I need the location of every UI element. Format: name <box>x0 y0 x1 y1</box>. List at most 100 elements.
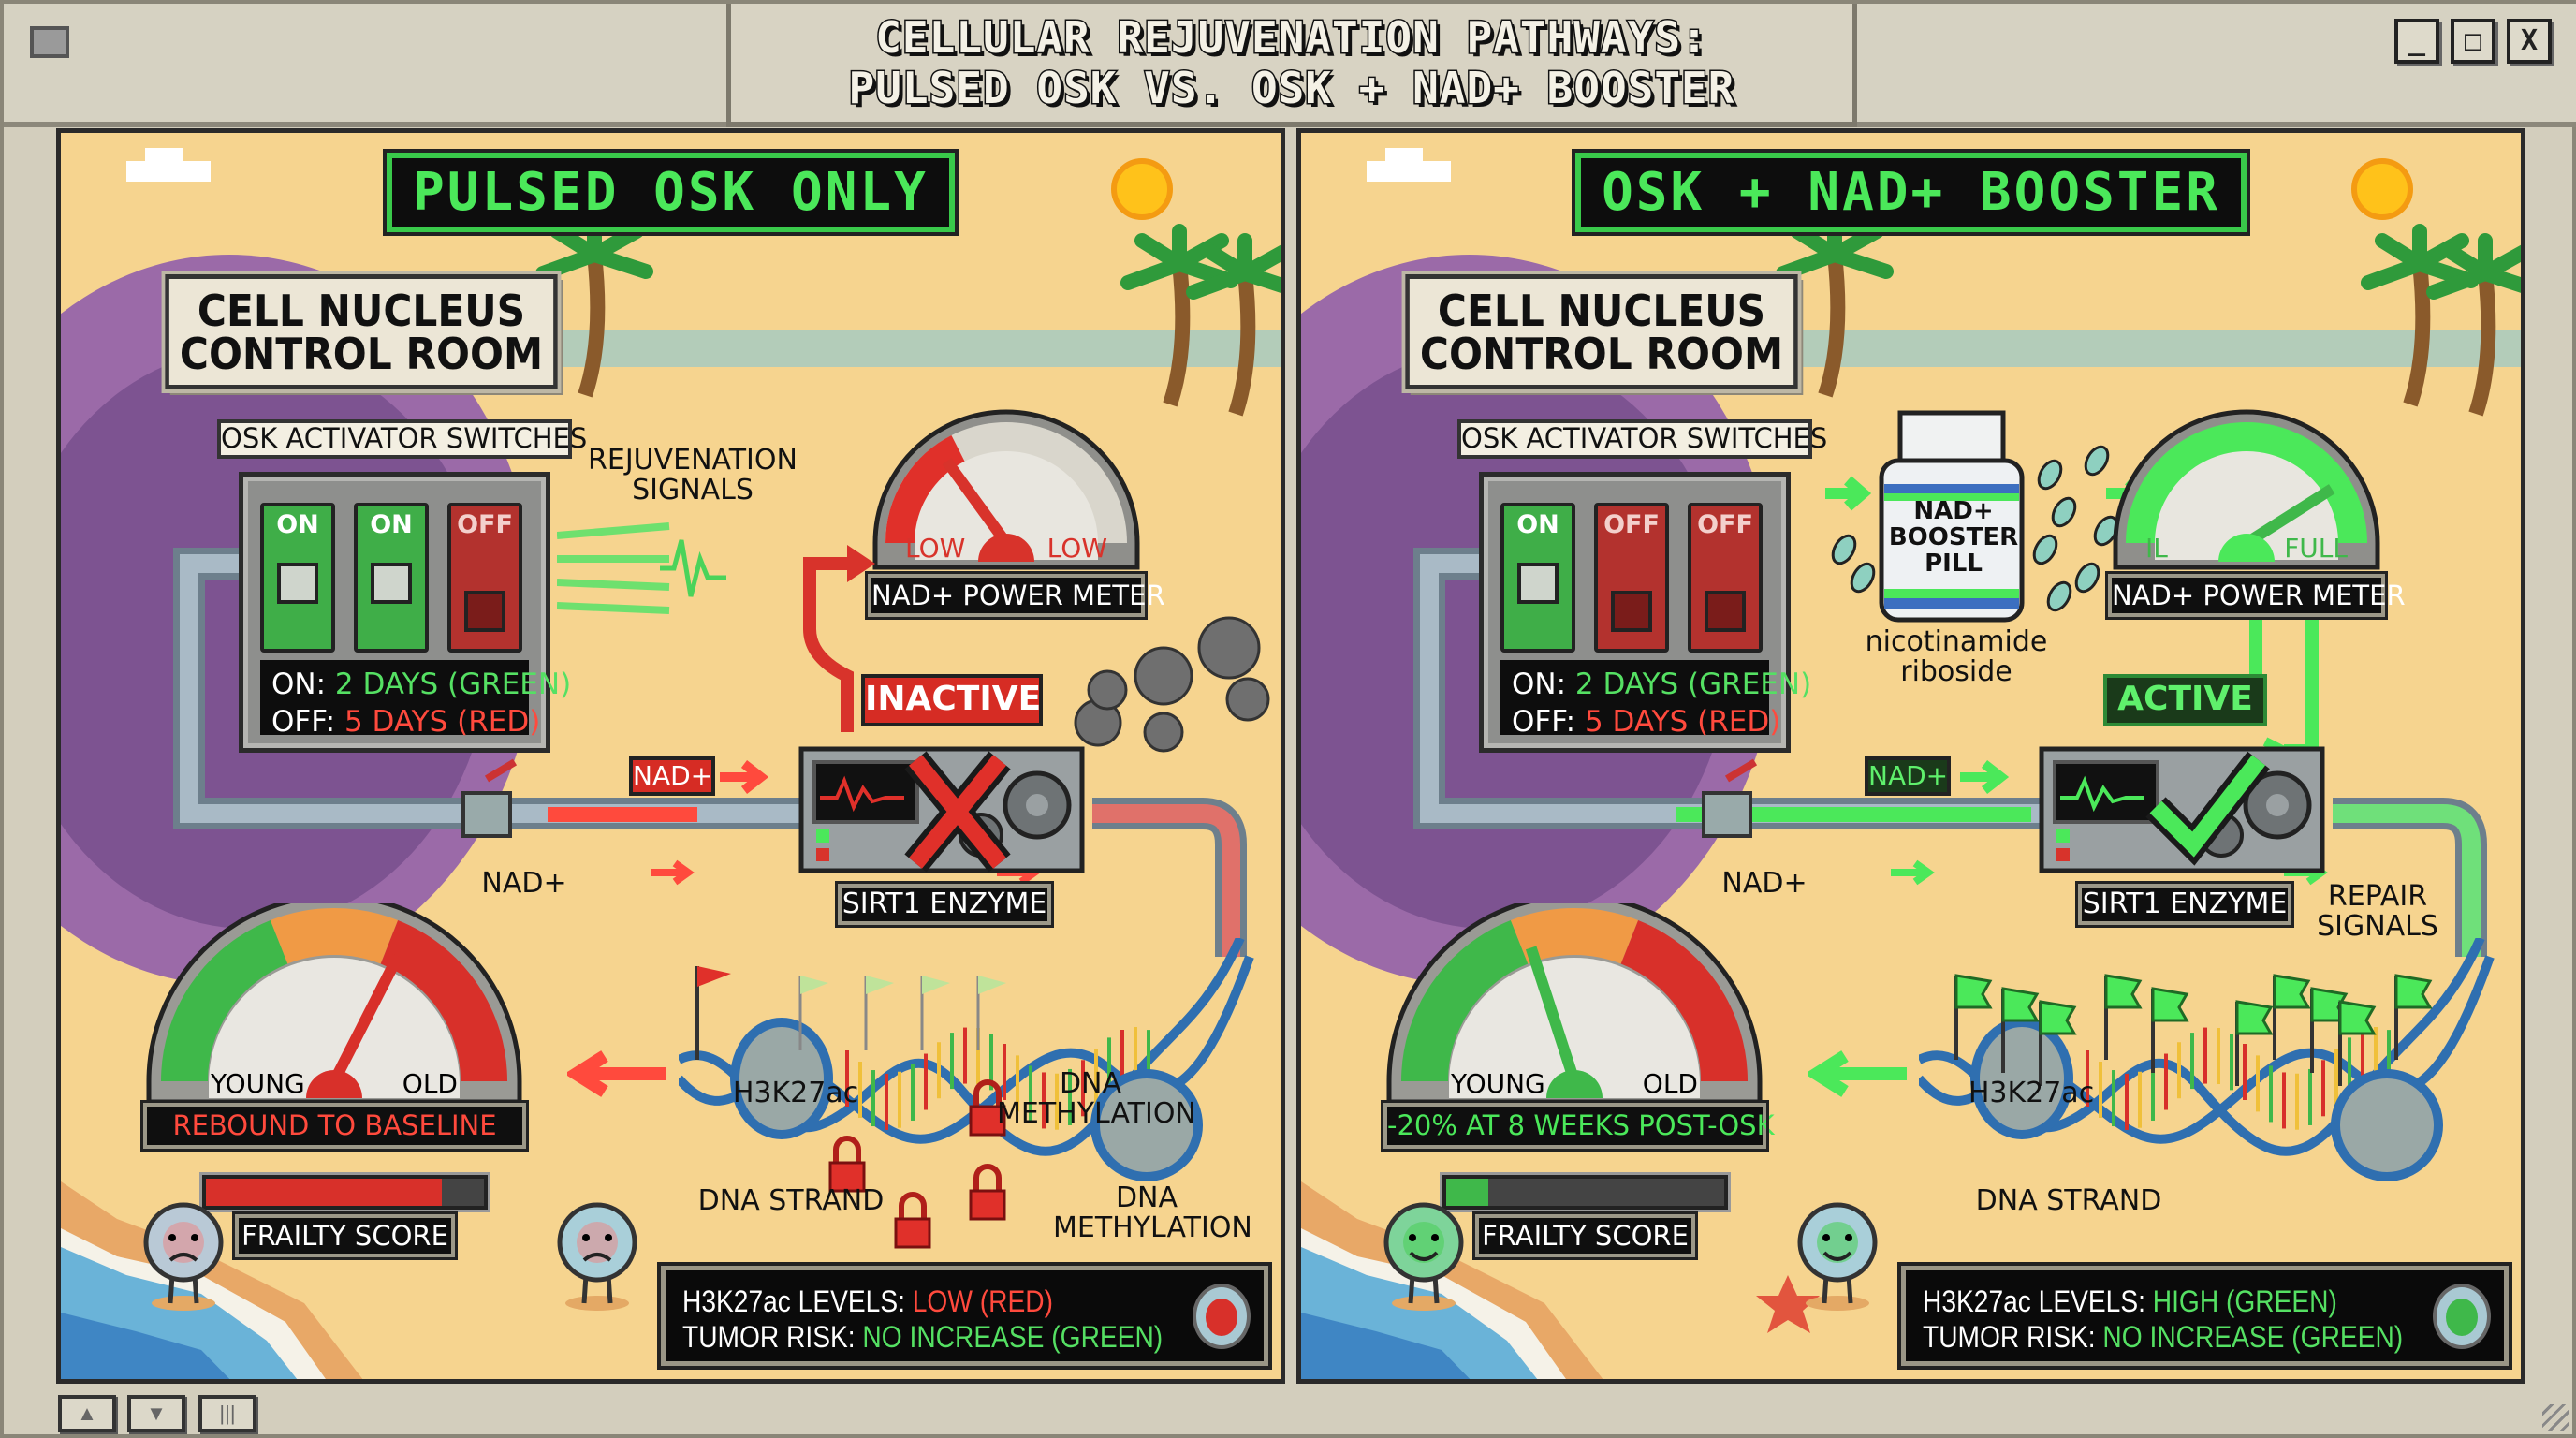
app-icon <box>30 26 69 58</box>
maximize-button[interactable]: □ <box>2451 19 2496 64</box>
window-title: CELLULAR REJUVENATION PATHWAYS: PULSED O… <box>726 4 1857 127</box>
pipe-valve <box>461 791 512 838</box>
arrow-left-icon <box>1808 1050 1907 1097</box>
nad-power-meter-gauge: LOW LOW <box>872 409 1140 570</box>
healthy-cell-icon <box>2433 1284 2491 1349</box>
repair-pipe <box>1092 804 1240 957</box>
biological-age-gauge: YOUNG OLD <box>1386 903 1763 1105</box>
faded-flag-icon <box>864 976 894 1050</box>
deep-sea <box>61 1313 230 1379</box>
nucleosome-icon <box>1970 1018 2073 1139</box>
arrow-icon <box>1825 476 1872 511</box>
scroll-down-button[interactable]: ▼ <box>127 1395 185 1432</box>
h3k27ac-flag-icon <box>1954 974 1993 1060</box>
pill-icon <box>1850 562 1876 594</box>
osk-switch-1[interactable]: ON <box>1500 503 1575 653</box>
meter-arc <box>2126 422 2367 544</box>
nad-power-meter-gauge: IL FULL <box>2113 409 2380 570</box>
frailty-score-label: FRAILTY SCORE <box>1472 1211 1698 1260</box>
pill-icon <box>2084 445 2110 477</box>
osk-switch-2[interactable]: OFF <box>1594 503 1669 653</box>
starfish-icon <box>1756 1275 1820 1333</box>
resize-grip-icon[interactable] <box>2542 1404 2569 1431</box>
nad-tag: NAD+ <box>629 756 715 796</box>
meter-needle <box>2243 484 2335 549</box>
osk-switch-3[interactable]: OFF <box>1688 503 1763 653</box>
sirt1-enzyme-label: SIRT1 ENZYME <box>2075 881 2294 928</box>
switch-lever <box>1517 563 1559 604</box>
sun-icon <box>2351 158 2413 220</box>
switch-schedule: ON: 2 DAYS (GREEN)OFF: 5 DAYS (RED) <box>1500 660 1811 739</box>
smoke-icon <box>1074 616 1270 753</box>
sirt1-enzyme-machine <box>2039 746 2325 873</box>
h3k27ac-flag-icon <box>2273 974 2311 1060</box>
faded-flag-icon <box>976 976 1006 1050</box>
nad-tag: NAD+ <box>1865 756 1951 796</box>
dna-methylation-label-bottom: DNA METHYLATION <box>1053 1181 1252 1244</box>
nad-power-meter-label: NAD+ POWER METER <box>865 571 1165 620</box>
young-label: YOUNG <box>1450 1068 1545 1099</box>
nad-pipe-label: NAD+ <box>481 867 567 900</box>
arrow-right-icon <box>720 760 769 794</box>
h3k27ac-label: H3K27ac <box>732 1077 859 1109</box>
palm-tree-icon <box>1120 224 1238 407</box>
switch-lever <box>464 591 505 632</box>
panel-title: OSK + NAD+ BOOSTER <box>1301 149 2521 236</box>
nad-flow <box>1676 807 2031 822</box>
scroll-up-button[interactable]: ▲ <box>58 1395 116 1432</box>
pill-icon <box>2046 580 2072 612</box>
methylation-lock-icon <box>969 1164 1006 1221</box>
nad-pipe-label: NAD+ <box>1721 867 1808 900</box>
rejuvenation-signals-label: REJUVENATION SIGNALS <box>588 444 798 506</box>
switch-schedule: ON: 2 DAYS (GREEN)OFF: 5 DAYS (RED) <box>260 660 571 739</box>
sun-icon <box>1111 158 1173 220</box>
osk-switch-1[interactable]: ON <box>260 503 335 653</box>
panel-title: PULSED OSK ONLY <box>61 149 1281 236</box>
dna-strand-label: DNA STRAND <box>697 1184 885 1217</box>
cloud-icon <box>126 148 211 182</box>
cloud-icon <box>1367 148 1451 182</box>
meter-min-label: LOW <box>905 533 965 564</box>
minimize-button[interactable]: _ <box>2394 19 2439 64</box>
old-zone <box>380 919 507 1082</box>
close-button[interactable]: X <box>2507 19 2552 64</box>
cell-character-right-happy-icon <box>1797 1202 1878 1311</box>
switch-lever <box>1705 591 1746 632</box>
osk-switch-3[interactable]: OFF <box>447 503 522 653</box>
frailty-fill <box>1446 1179 1488 1206</box>
meter-min-label: IL <box>2145 533 2168 564</box>
switch-lever <box>1611 591 1652 632</box>
h3k27ac-flag-icon <box>2235 1000 2274 1086</box>
frailty-score-bar <box>1440 1172 1731 1212</box>
nucleosome-icon <box>2331 1069 2443 1181</box>
frailty-fill <box>206 1179 443 1206</box>
osk-switch-2[interactable]: ON <box>354 503 429 653</box>
dna-strand-label: DNA STRAND <box>1975 1184 2162 1217</box>
rejuvenation-signal-icon <box>557 522 726 614</box>
nad-pipe <box>173 548 1247 957</box>
menu-button[interactable]: ||| <box>198 1395 256 1432</box>
title-bar-left <box>4 4 726 127</box>
sirt1-enzyme-machine <box>798 746 1085 873</box>
signal-arrow-red <box>803 545 875 732</box>
methylation-lock-icon <box>969 1079 1006 1137</box>
age-result-label: REBOUND TO BASELINE <box>140 1100 529 1152</box>
damaged-cell-icon <box>1193 1284 1251 1349</box>
check-icon <box>2149 755 2266 858</box>
flow-arrow <box>651 859 695 886</box>
middle-zone <box>1510 908 1639 964</box>
deep-sea <box>1301 1313 1471 1379</box>
meter-max-label: FULL <box>2284 533 2348 564</box>
nad-power-meter-label: NAD+ POWER METER <box>2105 571 2406 620</box>
x-icon <box>909 755 1006 869</box>
repair-pipe <box>2333 804 2481 957</box>
old-label: OLD <box>1643 1068 1698 1099</box>
age-needle <box>1525 946 1580 1083</box>
title-line-1: CELLULAR REJUVENATION PATHWAYS: <box>874 11 1709 65</box>
sirt1-enzyme-label: SIRT1 ENZYME <box>835 881 1054 928</box>
